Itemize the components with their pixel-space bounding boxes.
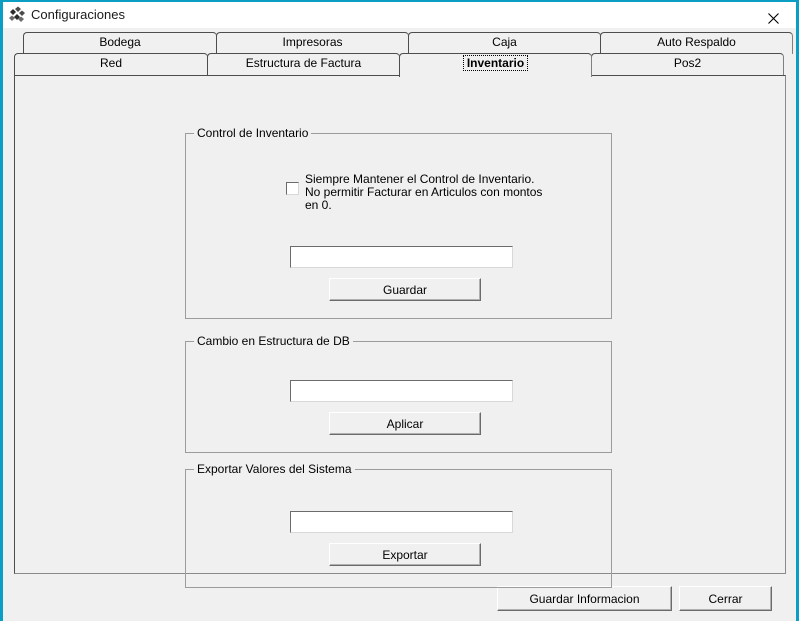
tab-inventario[interactable]: Inventario bbox=[399, 53, 592, 77]
checkbox-label-line-1: Siempre Mantener el Control de Inventari… bbox=[305, 172, 535, 186]
title-bar: Configuraciones bbox=[3, 2, 796, 29]
close-icon[interactable] bbox=[751, 2, 796, 27]
tab-label: Bodega bbox=[99, 35, 141, 49]
window-accent-border-right bbox=[796, 0, 799, 621]
tab-label: Impresoras bbox=[282, 35, 343, 49]
window-title: Configuraciones bbox=[31, 7, 125, 22]
checkbox-control-inventario[interactable] bbox=[286, 182, 299, 195]
cambio-estructura-db-input[interactable] bbox=[290, 380, 513, 402]
guardar-control-inventario-button[interactable]: Guardar bbox=[329, 278, 481, 301]
tab-label: Pos2 bbox=[673, 56, 702, 70]
window-accent-border-left bbox=[0, 0, 3, 621]
client-area: Bodega Impresoras Caja Auto Respaldo Red… bbox=[3, 28, 796, 619]
group-title: Control de Inventario bbox=[194, 127, 312, 140]
checkbox-label-line-3: en 0. bbox=[305, 198, 332, 212]
tab-label: Estructura de Factura bbox=[245, 56, 362, 70]
tab-estructura-de-factura[interactable]: Estructura de Factura bbox=[207, 53, 400, 76]
tab-page-inventario: Control de Inventario Siempre Mantener e… bbox=[14, 75, 786, 588]
control-inventario-input[interactable] bbox=[290, 246, 513, 268]
guardar-informacion-button[interactable]: Guardar Informacion bbox=[497, 586, 672, 611]
checkbox-control-inventario-label: Siempre Mantener el Control de Inventari… bbox=[305, 173, 555, 212]
tab-pos2[interactable]: Pos2 bbox=[591, 53, 784, 76]
exportar-valores-button[interactable]: Exportar bbox=[329, 543, 481, 566]
checkbox-label-line-2: No permitir Facturar en Articulos con mo… bbox=[305, 185, 543, 199]
group-control-de-inventario: Control de Inventario Siempre Mantener e… bbox=[185, 127, 612, 319]
tab-red[interactable]: Red bbox=[14, 53, 208, 76]
group-title: Cambio en Estructura de DB bbox=[194, 335, 353, 348]
tab-caja[interactable]: Caja bbox=[408, 32, 601, 54]
window-accent-border-top bbox=[0, 0, 799, 2]
tab-control: Bodega Impresoras Caja Auto Respaldo Red… bbox=[14, 32, 793, 588]
cerrar-button[interactable]: Cerrar bbox=[679, 586, 772, 611]
aplicar-cambio-estructura-db-button[interactable]: Aplicar bbox=[329, 412, 481, 435]
group-exportar-valores-del-sistema: Exportar Valores del Sistema Exportar bbox=[185, 463, 612, 588]
tab-label: Auto Respaldo bbox=[657, 35, 736, 49]
exportar-valores-input[interactable] bbox=[290, 511, 513, 533]
tab-label: Red bbox=[99, 56, 122, 70]
tab-bodega[interactable]: Bodega bbox=[23, 32, 217, 54]
tab-label: Inventario bbox=[462, 55, 529, 71]
tab-impresoras[interactable]: Impresoras bbox=[216, 32, 409, 54]
group-cambio-en-estructura-de-db: Cambio en Estructura de DB Aplicar bbox=[185, 335, 612, 453]
tab-auto-respaldo[interactable]: Auto Respaldo bbox=[600, 32, 793, 54]
group-title: Exportar Valores del Sistema bbox=[194, 463, 355, 476]
tab-label: Caja bbox=[492, 35, 517, 49]
checkered-diamond-icon bbox=[8, 6, 26, 24]
